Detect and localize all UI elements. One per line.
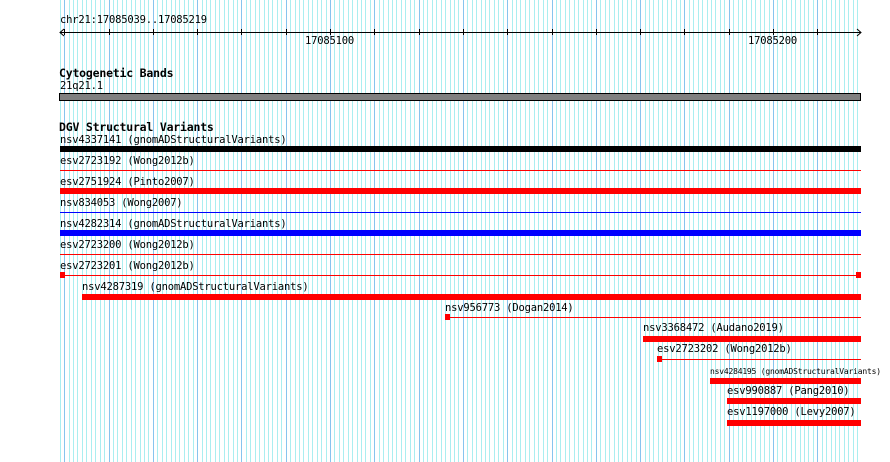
- variant-label: nsv4337141 (gnomADStructuralVariants): [60, 134, 287, 146]
- variant-endpoint-marker: [60, 272, 65, 278]
- ruler-right-arrow-icon: [856, 28, 862, 37]
- ruler-left-arrow-icon: [59, 28, 65, 37]
- variant-label: esv2723192 (Wong2012b): [60, 155, 195, 167]
- variant-label: nsv956773 (Dogan2014): [445, 302, 574, 314]
- variant-label: esv2723201 (Wong2012b): [60, 260, 195, 272]
- variant-endpoint-marker: [657, 356, 662, 362]
- variant-bar[interactable]: [60, 212, 861, 213]
- track-title-dgv: DGV Structural Variants: [59, 120, 214, 134]
- track-title-cytobands: Cytogenetic Bands: [59, 66, 174, 80]
- variant-label: esv990887 (Pang2010): [727, 385, 850, 397]
- variant-bar[interactable]: [727, 420, 861, 426]
- cytoband-label: 21q21.1: [60, 80, 103, 92]
- variant-bar[interactable]: [710, 378, 861, 384]
- variant-label: nsv834053 (Wong2007): [60, 197, 183, 209]
- ruler-region-label: chr21:17085039..17085219: [60, 14, 207, 26]
- variant-label: nsv4282314 (gnomADStructuralVariants): [60, 218, 287, 230]
- ruler-tick-label: 17085100: [305, 35, 354, 47]
- variant-label: nsv4287319 (gnomADStructuralVariants): [82, 281, 309, 293]
- variant-bar[interactable]: [60, 275, 861, 276]
- variant-bar[interactable]: [643, 336, 861, 342]
- cytoband-bar[interactable]: [59, 93, 861, 101]
- variant-bar[interactable]: [727, 398, 861, 404]
- variant-endpoint-marker: [856, 272, 861, 278]
- variant-bar[interactable]: [445, 317, 861, 318]
- variant-label: esv2723200 (Wong2012b): [60, 239, 195, 251]
- variant-bar[interactable]: [60, 146, 861, 152]
- variant-bar[interactable]: [60, 170, 861, 171]
- variant-label: esv1197000 (Levy2007): [727, 406, 856, 418]
- variant-bar[interactable]: [60, 230, 861, 236]
- variant-endpoint-marker: [445, 314, 450, 320]
- variant-bar[interactable]: [60, 254, 861, 255]
- variant-bar[interactable]: [60, 188, 861, 194]
- variant-label: nsv3368472 (Audano2019): [643, 322, 784, 334]
- variant-bar[interactable]: [82, 294, 861, 300]
- variant-label: nsv4284195 (gnomADStructuralVariants): [710, 367, 881, 376]
- ruler-tick-label: 17085200: [748, 35, 797, 47]
- variant-bar[interactable]: [657, 359, 861, 360]
- variant-label: esv2723202 (Wong2012b): [657, 343, 792, 355]
- variant-label: esv2751924 (Pinto2007): [60, 176, 195, 188]
